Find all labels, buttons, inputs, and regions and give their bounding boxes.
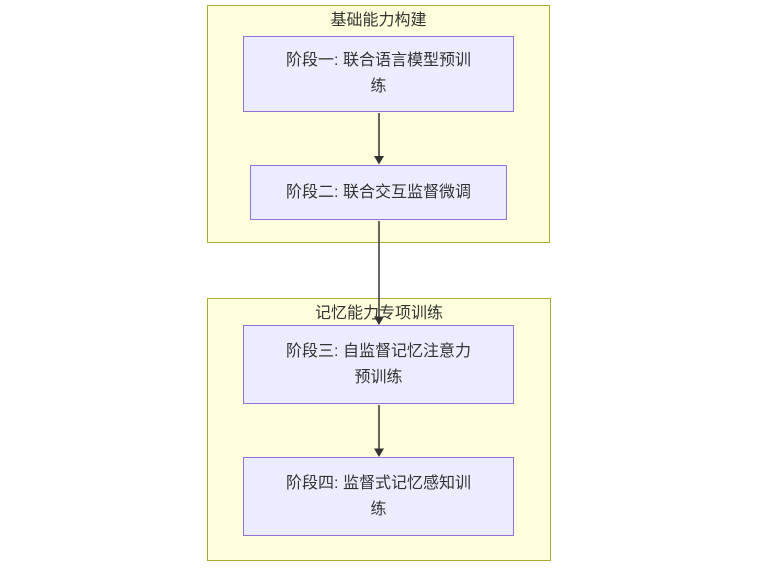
cluster-foundation-title: 基础能力构建	[330, 12, 427, 29]
cluster-foundation: 基础能力构建 阶段一: 联合语言模型预训 练 阶段二: 联合交互监督微调	[207, 5, 550, 243]
node-stage-2: 阶段二: 联合交互监督微调	[250, 165, 507, 220]
node-stage-1: 阶段一: 联合语言模型预训 练	[243, 36, 514, 112]
cluster-memory: 记忆能力专项训练 阶段三: 自监督记忆注意力 预训练 阶段四: 监督式记忆感知训…	[207, 298, 551, 561]
node-stage-3: 阶段三: 自监督记忆注意力 预训练	[243, 325, 514, 404]
cluster-memory-title: 记忆能力专项训练	[314, 305, 443, 322]
node-stage-4: 阶段四: 监督式记忆感知训 练	[243, 457, 514, 536]
